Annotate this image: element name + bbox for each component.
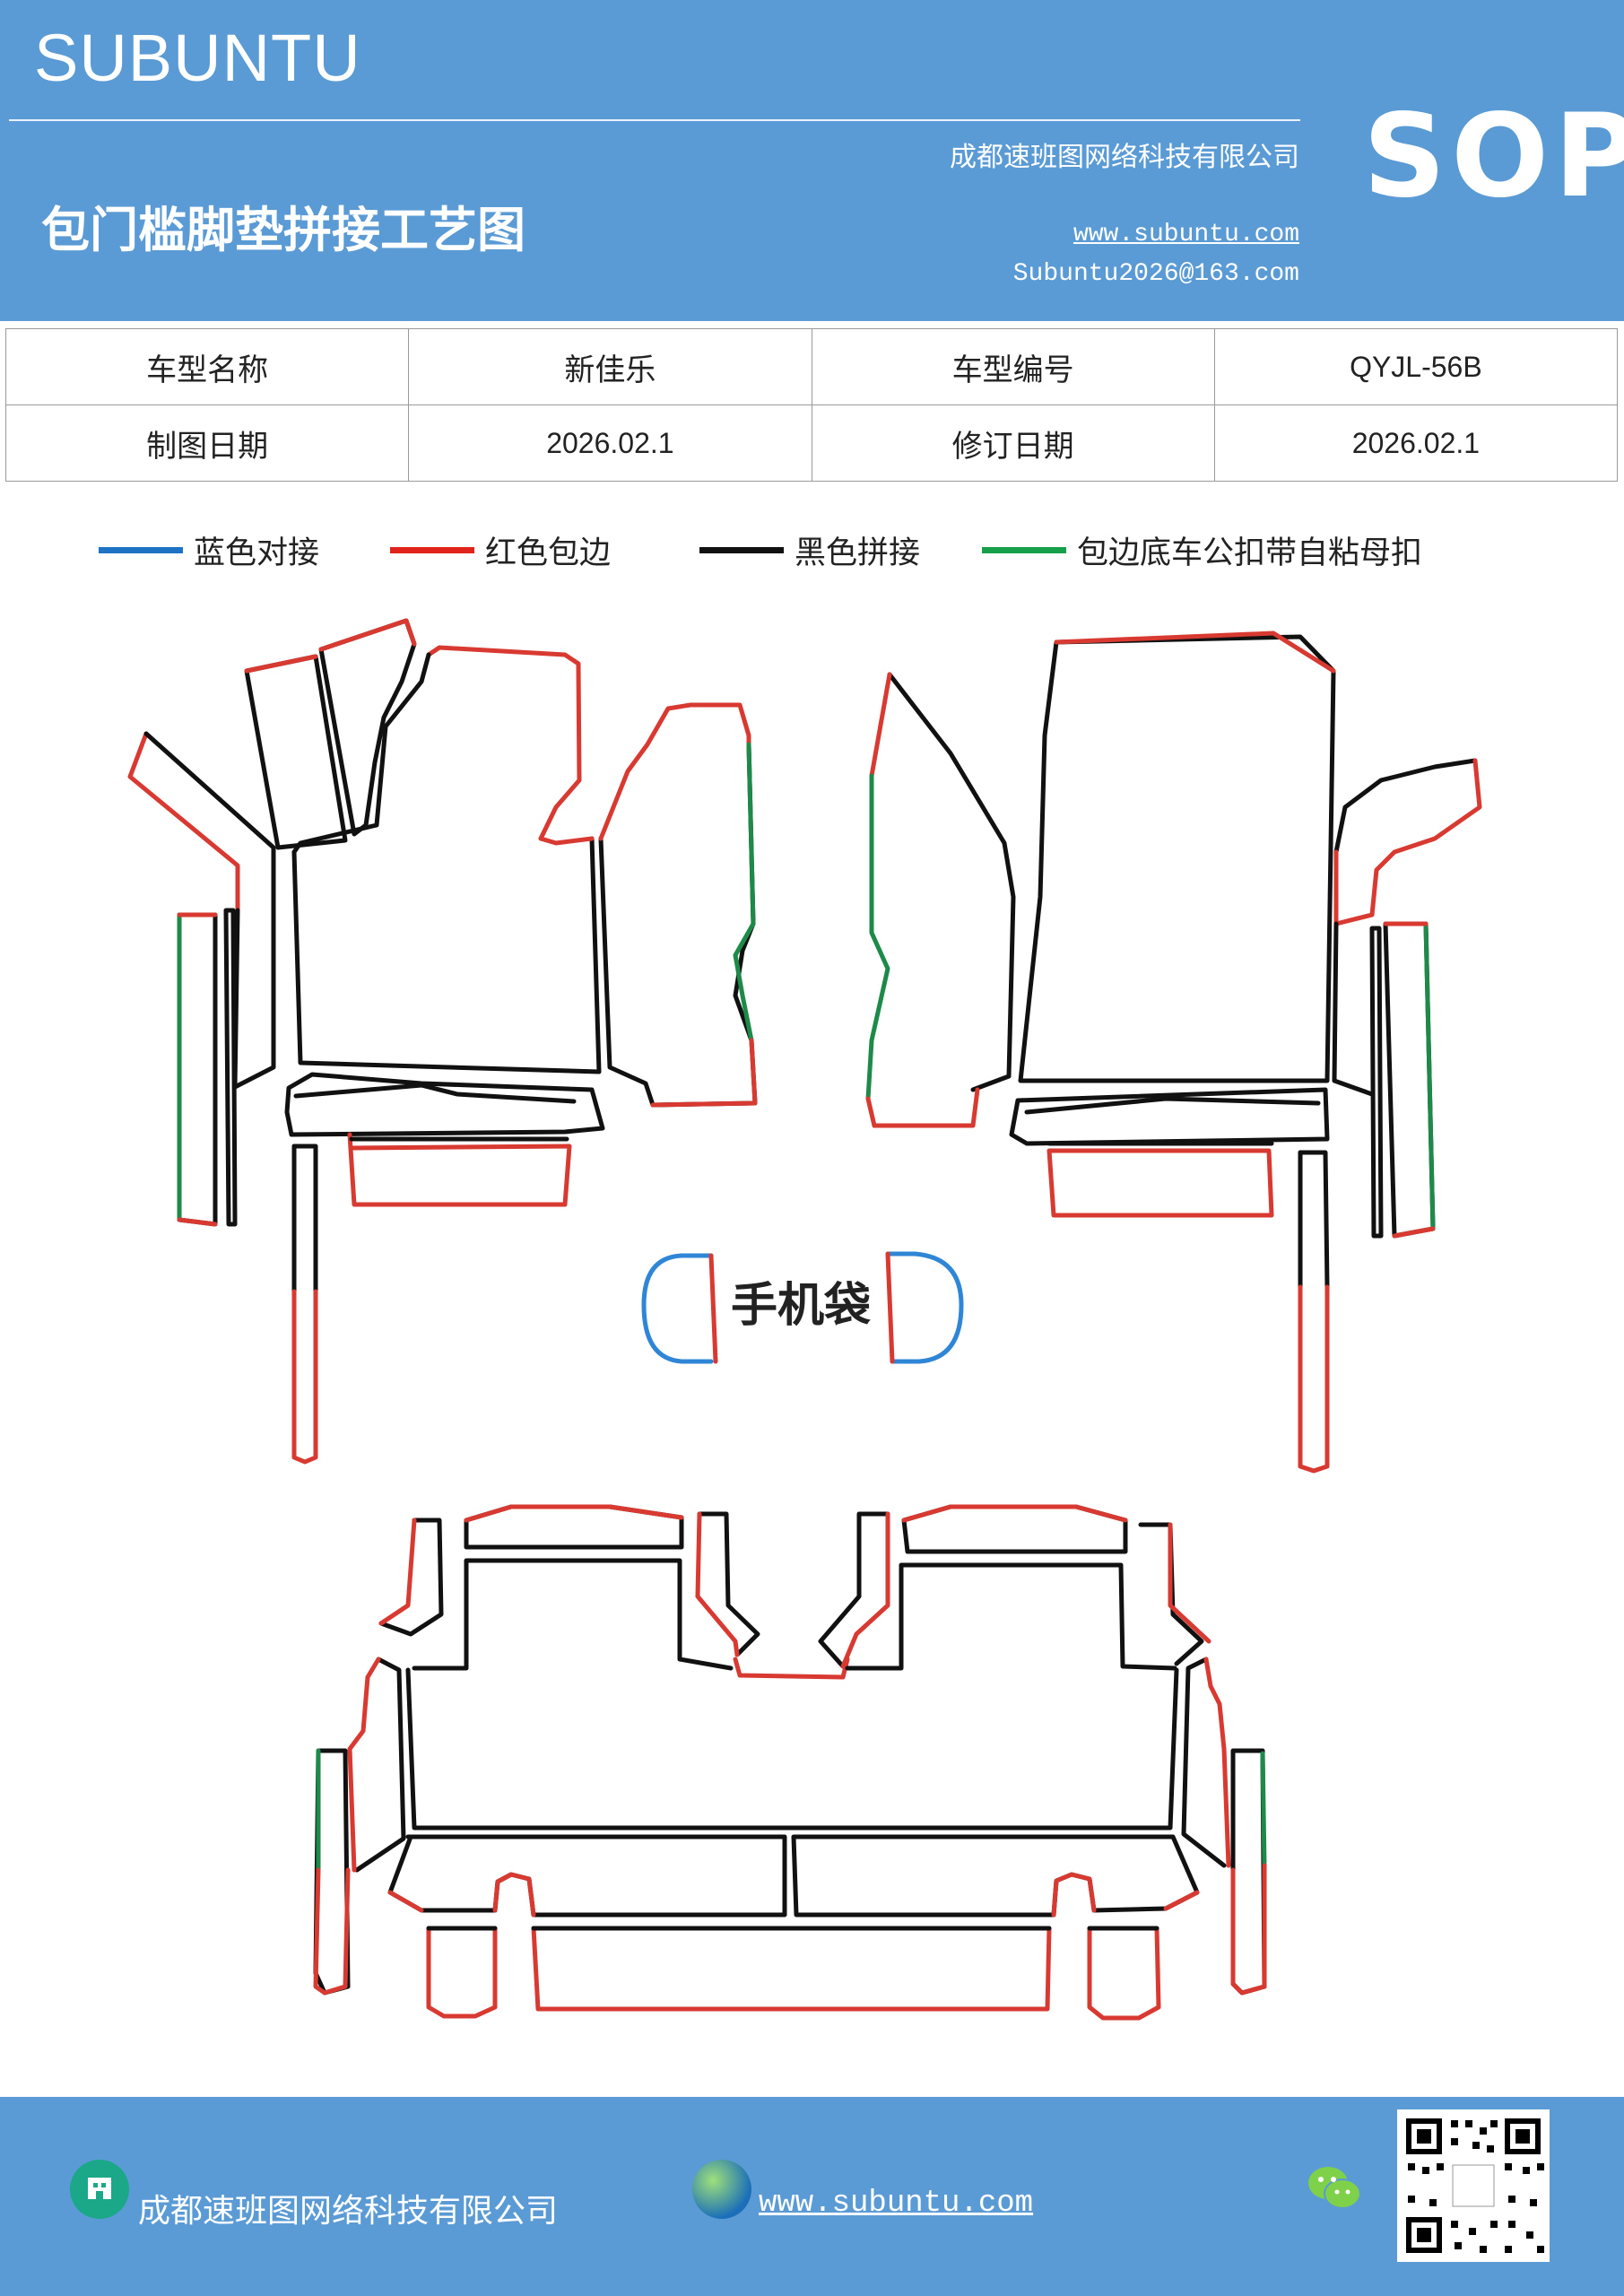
table-cell: 修订日期	[811, 404, 1215, 482]
legend-item-black: 黑色拼接	[699, 523, 920, 577]
rear-mat-group	[313, 1504, 1267, 2021]
table-cell: 新佳乐	[408, 328, 812, 405]
website-link[interactable]: www.subuntu.com	[1073, 221, 1299, 248]
header-banner: SUBUNTU SOP 成都速班图网络科技有限公司 包门槛脚垫拼接工艺图 www…	[0, 0, 1624, 321]
table-cell: 2026.02.1	[408, 404, 812, 482]
footer-website[interactable]: www.subuntu.com	[759, 2187, 1034, 2221]
wechat-icon[interactable]	[1305, 2161, 1364, 2215]
vehicle-info-table: 车型名称 新佳乐 车型编号 QYJL-56B 制图日期 2026.02.1 修订…	[4, 328, 1619, 482]
table-row: 制图日期 2026.02.1 修订日期 2026.02.1	[4, 404, 1619, 482]
front-left-mat-group	[127, 618, 758, 1465]
table-row: 车型名称 新佳乐 车型编号 QYJL-56B	[4, 328, 1619, 405]
legend-item-blue: 蓝色对接	[99, 523, 319, 577]
page-title: 包门槛脚垫拼接工艺图	[41, 202, 525, 258]
phone-pocket-label: 手机袋	[731, 1279, 871, 1333]
table-cell: 制图日期	[4, 404, 410, 482]
footer-banner: 成都速班图网络科技有限公司 www.subuntu.com	[0, 2097, 1624, 2296]
sop-badge: SOP	[1363, 90, 1624, 223]
table-cell: QYJL-56B	[1213, 328, 1619, 405]
color-legend: 蓝色对接 红色包边 黑色拼接 包边底车公扣带自粘母扣	[0, 523, 1624, 577]
legend-label: 蓝色对接	[194, 535, 320, 571]
email-address: Subuntu2026@163.com	[1012, 260, 1299, 288]
legend-swatch	[699, 546, 784, 553]
floor-mat-splice-diagram: 手机袋	[127, 618, 1482, 2021]
qr-code	[1397, 2109, 1550, 2262]
legend-label: 红色包边	[485, 535, 612, 571]
legend-item-red: 红色包边	[390, 523, 611, 577]
legend-label: 黑色拼接	[795, 535, 921, 571]
table-cell: 车型编号	[811, 328, 1215, 405]
legend-label: 包边底车公扣带自粘母扣	[1077, 535, 1423, 571]
table-cell: 车型名称	[4, 328, 410, 405]
building-icon	[70, 2160, 129, 2219]
table-cell: 2026.02.1	[1213, 404, 1619, 482]
legend-swatch	[982, 546, 1066, 553]
legend-swatch	[99, 546, 183, 553]
legend-swatch	[390, 546, 474, 553]
company-name: 成都速班图网络科技有限公司	[950, 142, 1299, 173]
legend-item-green: 包边底车公扣带自粘母扣	[982, 523, 1422, 577]
front-right-mat-group	[865, 631, 1482, 1474]
header-divider	[9, 119, 1300, 121]
footer-company: 成都速班图网络科技有限公司	[138, 2193, 559, 2230]
globe-icon	[692, 2160, 751, 2219]
brand-name: SUBUNTU	[34, 21, 361, 95]
phone-pocket-group: 手机袋	[641, 1251, 964, 1364]
